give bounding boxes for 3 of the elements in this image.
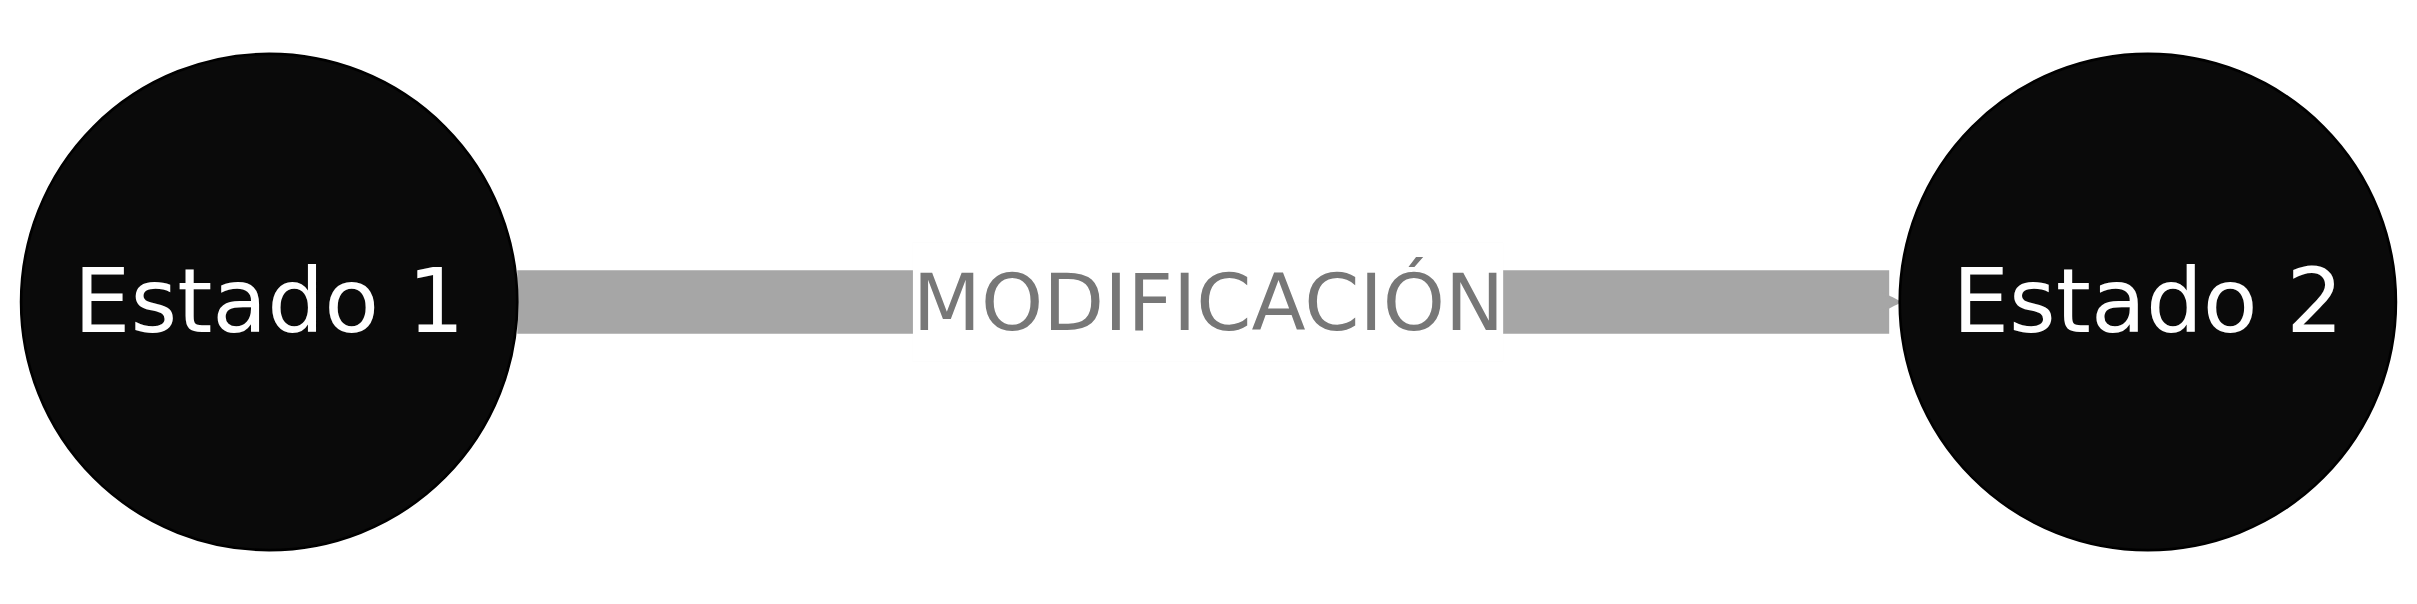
node-circle: Estado 1 [19, 52, 519, 552]
edge-label: MODIFICACIÓN [912, 255, 1505, 349]
node-circle: Estado 2 [1898, 52, 2398, 552]
